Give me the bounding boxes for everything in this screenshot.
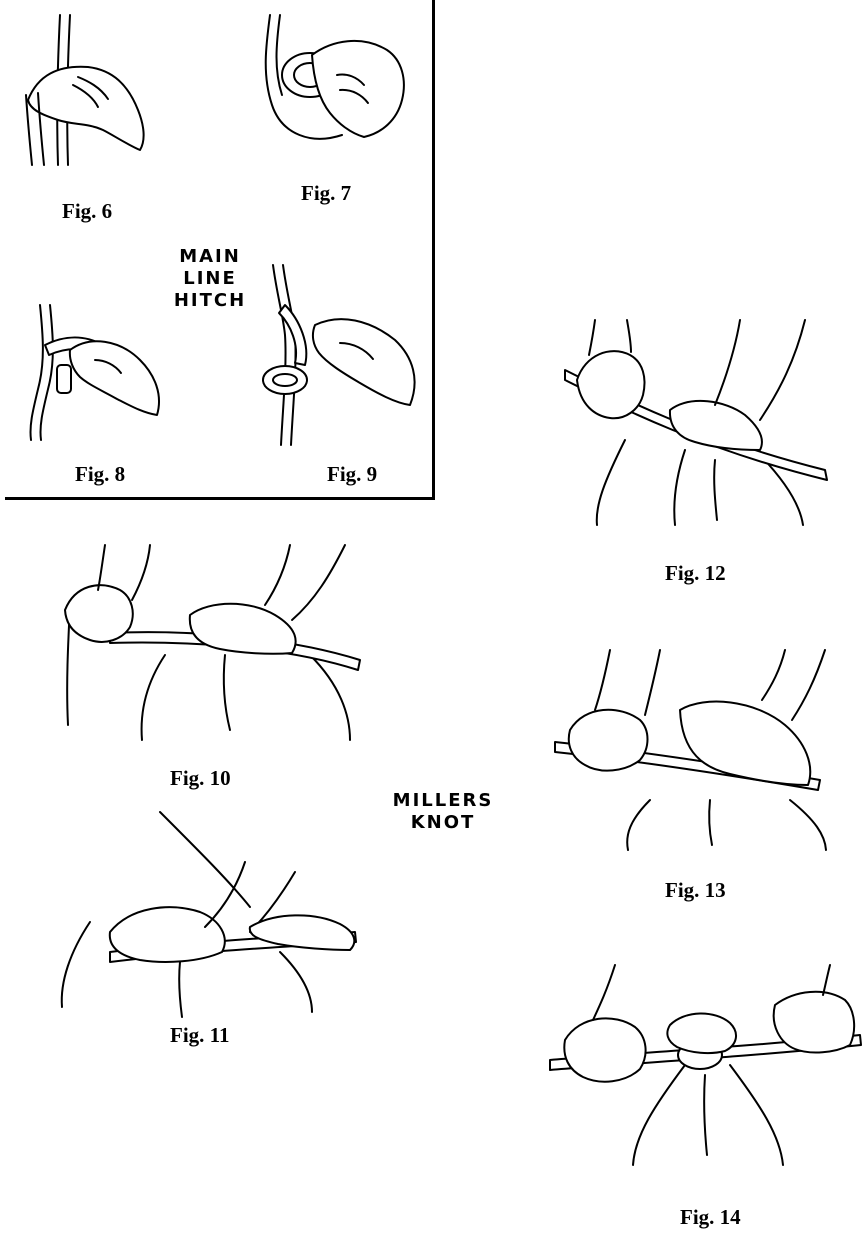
fig-13-illustration: [550, 650, 840, 850]
fig-8-illustration: [25, 305, 175, 440]
millers-knot-line-1: MILLERS: [388, 790, 498, 812]
millers-knot-line-2: KNOT: [388, 812, 498, 834]
fig-7-illustration: [252, 15, 422, 165]
main-line-hitch-line-1: MAIN: [168, 246, 252, 268]
fig-11-illustration: [50, 812, 370, 1027]
fig-12-caption: Fig. 12: [665, 561, 726, 586]
fig-10-caption: Fig. 10: [170, 766, 231, 791]
panel-border-bottom: [5, 497, 435, 500]
millers-knot-label: MILLERS KNOT: [388, 790, 498, 834]
fig-6-illustration: [18, 15, 158, 165]
fig-13-caption: Fig. 13: [665, 878, 726, 903]
fig-9-illustration: [255, 265, 430, 445]
main-line-hitch-line-2: LINE: [168, 268, 252, 290]
panel-border-right: [432, 0, 435, 500]
fig-12-illustration: [565, 320, 845, 525]
fig-14-caption: Fig. 14: [680, 1205, 741, 1230]
fig-8-caption: Fig. 8: [75, 462, 125, 487]
fig-7-caption: Fig. 7: [301, 181, 351, 206]
fig-11-caption: Fig. 11: [170, 1023, 230, 1048]
main-line-hitch-label: MAIN LINE HITCH: [168, 246, 252, 312]
main-line-hitch-line-3: HITCH: [168, 290, 252, 312]
fig-10-illustration: [60, 545, 380, 745]
fig-9-caption: Fig. 9: [327, 462, 377, 487]
fig-6-caption: Fig. 6: [62, 199, 112, 224]
fig-14-illustration: [545, 965, 865, 1170]
